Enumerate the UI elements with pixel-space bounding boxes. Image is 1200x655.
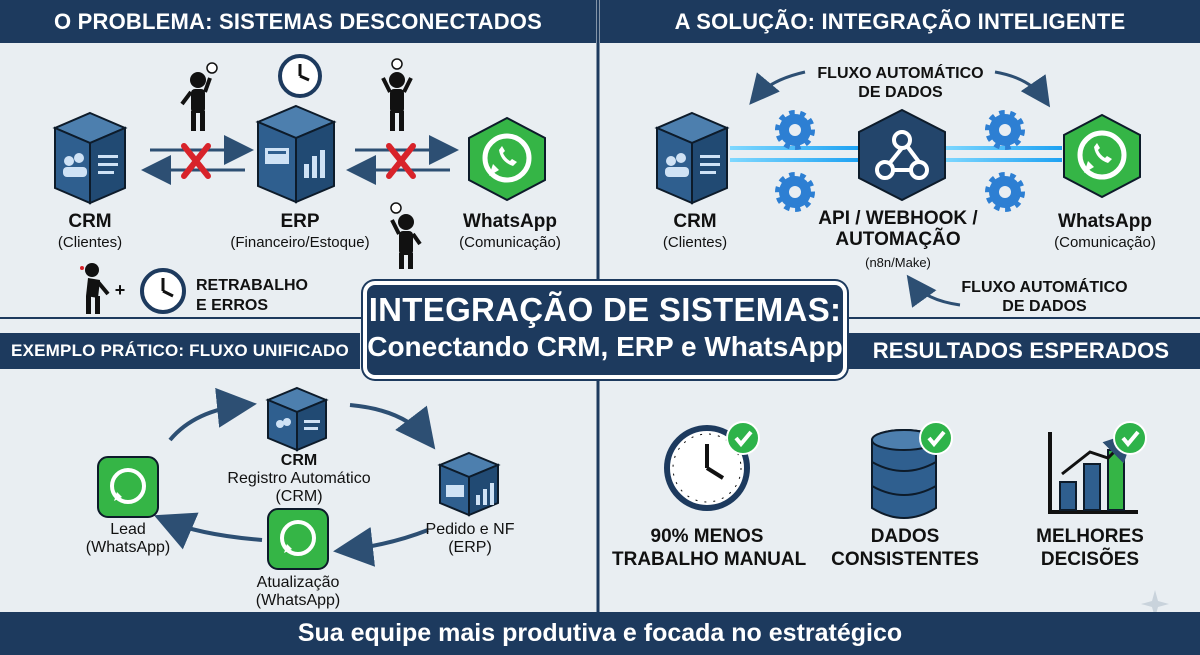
whatsapp-icon (267, 508, 329, 570)
solution-header: A SOLUÇÃO: INTEGRAÇÃO INTELIGENTE (600, 0, 1200, 43)
crm-cube-icon (52, 111, 128, 205)
update-step-label: Atualização(WhatsApp) (255, 574, 341, 609)
gear-icon (775, 110, 815, 150)
center-subtitle: Conectando CRM, ERP e WhatsApp (367, 331, 843, 362)
erp-cube-icon (255, 104, 337, 204)
crm-label: CRM(Clientes) (57, 211, 123, 251)
erp-cube-icon (437, 451, 501, 517)
center-title-box: INTEGRAÇÃO DE SISTEMAS: Conectando CRM, … (363, 281, 847, 379)
whatsapp-icon (97, 456, 159, 518)
flow-label-top: FLUXO AUTOMÁTICO DE DADOS (817, 65, 984, 102)
check-badge-icon (726, 421, 760, 455)
stressed-person-icon (390, 202, 422, 269)
flow-arrow-right-icon (994, 70, 1051, 108)
clock-icon (278, 54, 322, 98)
order-step-label: Pedido e NF(ERP) (425, 521, 515, 556)
tired-worker-icon (80, 263, 110, 314)
cycle-arrow-icon (333, 527, 429, 567)
flow-arrow-bottom-icon (906, 274, 961, 308)
whatsapp-label: WhatsApp(Comunicação) (459, 211, 561, 251)
webhook-hub-icon (858, 108, 946, 202)
broken-link-erp-whatsapp-icon (346, 135, 459, 185)
cycle-arrow-icon (153, 512, 263, 550)
stressed-person-icon (381, 58, 413, 131)
results-header: RESULTADOS ESPERADOS (842, 333, 1200, 369)
cycle-arrow-icon (349, 403, 436, 450)
sparkle-icon (1141, 590, 1169, 618)
hub-label: API / WEBHOOK / AUTOMAÇÃO(n8n/Make) (818, 208, 978, 270)
broken-link-crm-erp-icon (141, 135, 254, 185)
gear-icon (985, 172, 1025, 212)
plus-sign: + (114, 280, 126, 300)
crm-cube-icon (654, 111, 730, 205)
footer-banner: Sua equipe mais produtiva e focada no es… (0, 612, 1200, 655)
rework-label: RETRABALHO E ERROS (196, 277, 308, 314)
stressed-person-icon (180, 62, 218, 131)
erp-label: ERP(Financeiro/Estoque) (230, 211, 370, 251)
clock-icon (140, 268, 186, 314)
clock-icon (664, 425, 750, 511)
center-title: INTEGRAÇÃO DE SISTEMAS: (368, 291, 842, 328)
whatsapp-icon (1063, 113, 1141, 199)
gear-icon (985, 110, 1025, 150)
cycle-arrow-icon (168, 387, 257, 442)
check-badge-icon (919, 421, 953, 455)
flow-arrow-left-icon (749, 70, 806, 105)
growth-chart-icon (1048, 431, 1138, 514)
flow-label-bottom: FLUXO AUTOMÁTICO DE DADOS (961, 279, 1128, 316)
whatsapp-label: WhatsApp(Comunicação) (1054, 211, 1156, 251)
whatsapp-icon (468, 116, 546, 202)
example-header: EXEMPLO PRÁTICO: FLUXO UNIFICADO (0, 333, 360, 369)
check-badge-icon (1113, 421, 1147, 455)
problem-header: O PROBLEMA: SISTEMAS DESCONECTADOS (0, 0, 596, 43)
crm-cube-icon (265, 386, 329, 452)
lead-step-label: Lead(WhatsApp) (85, 521, 171, 556)
gear-icon (775, 172, 815, 212)
crm-label: CRM(Clientes) (662, 211, 728, 251)
